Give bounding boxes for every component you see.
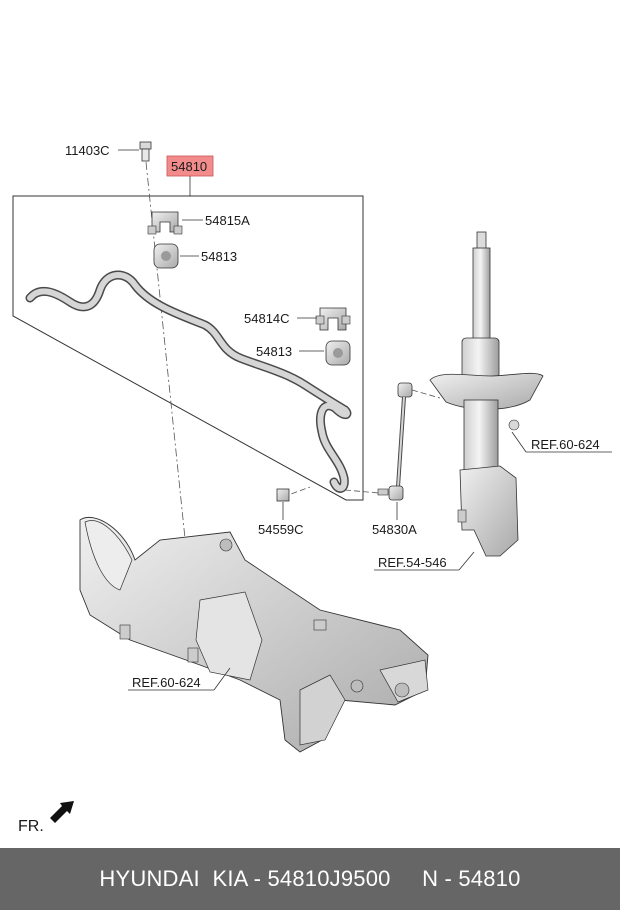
bushing-54813-icon (153, 243, 179, 269)
link-54830a-icon (377, 382, 413, 501)
crossmember-icon (79, 516, 429, 753)
part-number-footer: HYUNDAI KIA - 54810J9500 N - 54810 (0, 848, 620, 910)
callout-54559c: 54559C (258, 522, 304, 537)
stabilizer-bar-fill (27, 272, 350, 492)
leader-ref-strut-mount (511, 431, 527, 453)
footer-text: HYUNDAI KIA - 54810J9500 N - 54810 (99, 866, 521, 891)
leader-ref-strut (458, 551, 475, 571)
leader-ref-crossmember (213, 667, 231, 691)
front-arrow-icon (50, 801, 74, 823)
nut-54559c-icon (276, 488, 290, 502)
callout-54814c: 54814C (244, 311, 290, 326)
ref-crossmember: REF.60-624 (132, 675, 201, 690)
ref-strut: REF.54-546 (378, 555, 447, 570)
bushing-54813-lower-icon (325, 340, 351, 366)
bolt-11403c-icon (139, 141, 152, 162)
strut-assembly-icon (429, 231, 544, 557)
callout-54810: 54810 (171, 159, 207, 174)
front-indicator-label: FR. (18, 818, 44, 835)
callout-54813-top: 54813 (201, 249, 237, 264)
bracket-54814c-icon (315, 307, 351, 331)
callout-11403c: 11403C (65, 143, 110, 158)
callout-54815a: 54815A (205, 213, 250, 228)
callout-54830a: 54830A (372, 522, 417, 537)
assembly-frame (12, 195, 364, 501)
bracket-54815a-icon (147, 211, 183, 235)
link-top-centerline (411, 389, 441, 399)
ref-strut-mount: REF.60-624 (531, 437, 600, 452)
parts-diagram: 11403C 54810 54815A 54813 54814C 54813 5… (12, 141, 612, 835)
callout-54813-lower: 54813 (256, 344, 292, 359)
